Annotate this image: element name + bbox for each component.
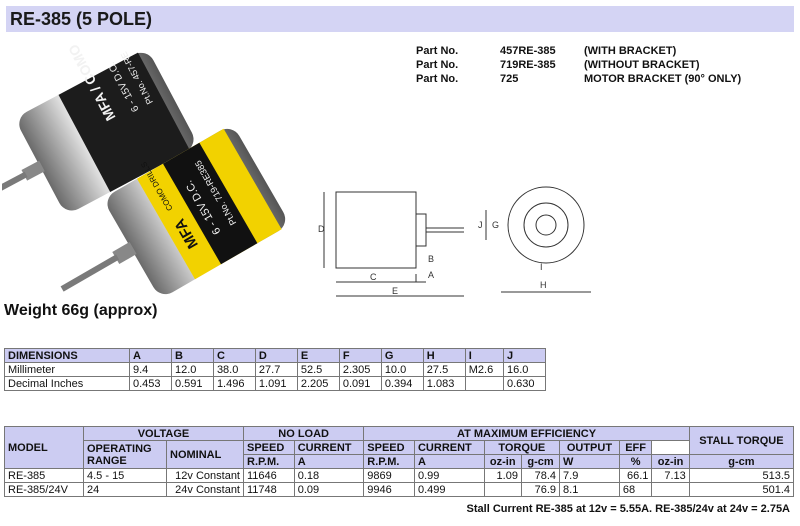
part-row: Part No.457RE-385(WITH BRACKET) [416,45,677,57]
part-numbers: Part No.457RE-385(WITH BRACKET) Part No.… [416,44,741,86]
dim-label-a: A [428,270,434,280]
dim-label-d: D [318,224,325,234]
table-row: RE-385/24V 24 24v Constant 11748 0.09 99… [4,482,795,497]
dim-label-h: H [540,280,547,290]
dimension-drawing: D C E A B J G I H [318,186,591,297]
table-row: RE-385 4.5 - 15 12v Constant 11646 0.18 … [4,468,795,483]
part-row: Part No.719RE-385(WITHOUT BRACKET) [416,59,700,71]
dim-label-j: J [478,220,483,230]
dim-label-g: G [492,220,499,230]
dim-label-b: B [428,254,434,264]
table-header-row: DIMENSIONS A B C D E F G H I J [4,348,547,363]
dim-label-e: E [392,286,398,296]
performance-table: MODEL VOLTAGE NO LOAD AT MAXIMUM EFFICIE… [4,426,795,497]
table-header-row: MODEL VOLTAGE NO LOAD AT MAXIMUM EFFICIE… [4,426,795,469]
title-bar: RE-385 (5 POLE) [6,6,794,32]
motor-photo: MFA / COMO 6 - 15V D.C. Pt.No. 457-RE MF… [2,42,286,295]
dim-label-c: C [370,272,377,282]
table-row: Decimal Inches 0.453 0.591 1.496 1.091 2… [4,376,547,391]
stall-current-note: Stall Current RE-385 at 12v = 5.55A. RE-… [466,503,790,515]
weight-heading: Weight 66g (approx) [4,302,158,319]
page-title: RE-385 (5 POLE) [10,9,153,29]
dimensions-table: DIMENSIONS A B C D E F G H I J Millimete… [4,348,547,391]
table-row: Millimeter 9.4 12.0 38.0 27.7 52.5 2.305… [4,362,547,377]
table-header-row: OPERATING RANGE NOMINAL SPEED CURRENT SP… [4,440,794,469]
dim-label-i: I [540,262,543,272]
